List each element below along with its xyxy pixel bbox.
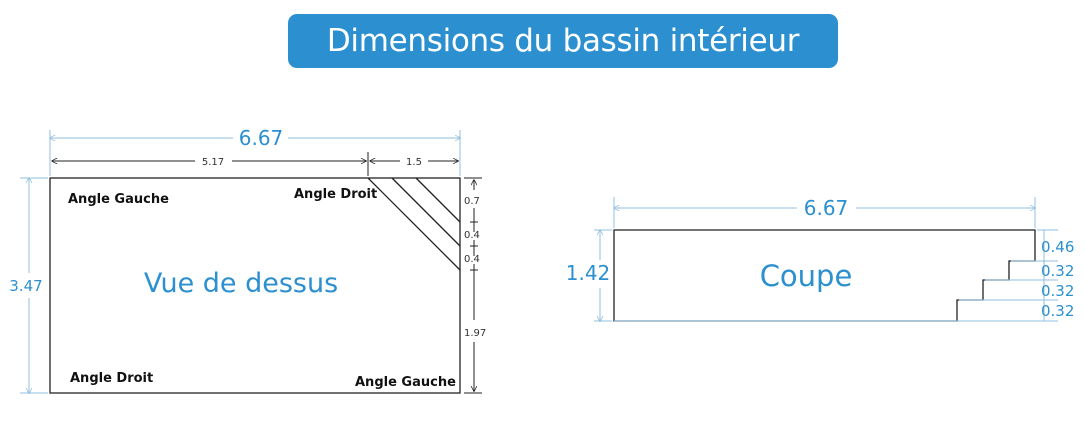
step-dim-2: 0.4 — [464, 230, 480, 241]
step-dim-3: 0.4 — [464, 254, 480, 265]
step-height-1: 0.46 — [1041, 238, 1074, 256]
step-dim-4: 1.97 — [464, 328, 486, 339]
step-line-1 — [367, 177, 461, 271]
corner-label-bottom-left: Angle Droit — [70, 371, 153, 386]
section-caption: Coupe — [760, 259, 853, 293]
step-line-3 — [415, 177, 461, 223]
section-length-label: 6.67 — [804, 196, 849, 220]
step-dim-1: 0.7 — [464, 196, 480, 207]
step-height-4: 0.32 — [1041, 302, 1074, 320]
corner-label-top-left: Angle Gauche — [68, 192, 169, 207]
corner-label-bottom-right: Angle Gauche — [355, 375, 456, 390]
title-banner: Dimensions du bassin intérieur — [288, 14, 838, 68]
step-height-3: 0.32 — [1041, 282, 1074, 300]
length-left-label: 5.17 — [202, 157, 224, 168]
depth-label: 1.42 — [566, 261, 611, 285]
page-title: Dimensions du bassin intérieur — [326, 23, 800, 59]
top-view-caption: Vue de dessus — [144, 268, 338, 299]
step-line-2 — [391, 177, 461, 247]
section-view: 6.67 1.42 0.46 0.32 0.32 0.32 Coupe — [566, 196, 1074, 321]
top-view: 6.67 5.17 1.5 3.47 0.7 0.4 0.4 1.97 Angl… — [9, 126, 486, 393]
length-right-label: 1.5 — [406, 157, 422, 168]
step-height-2: 0.32 — [1041, 262, 1074, 280]
pool-outline-top — [49, 177, 461, 394]
corner-label-top-right: Angle Droit — [294, 187, 377, 202]
total-length-label: 6.67 — [239, 126, 284, 150]
width-label: 3.47 — [9, 277, 42, 295]
